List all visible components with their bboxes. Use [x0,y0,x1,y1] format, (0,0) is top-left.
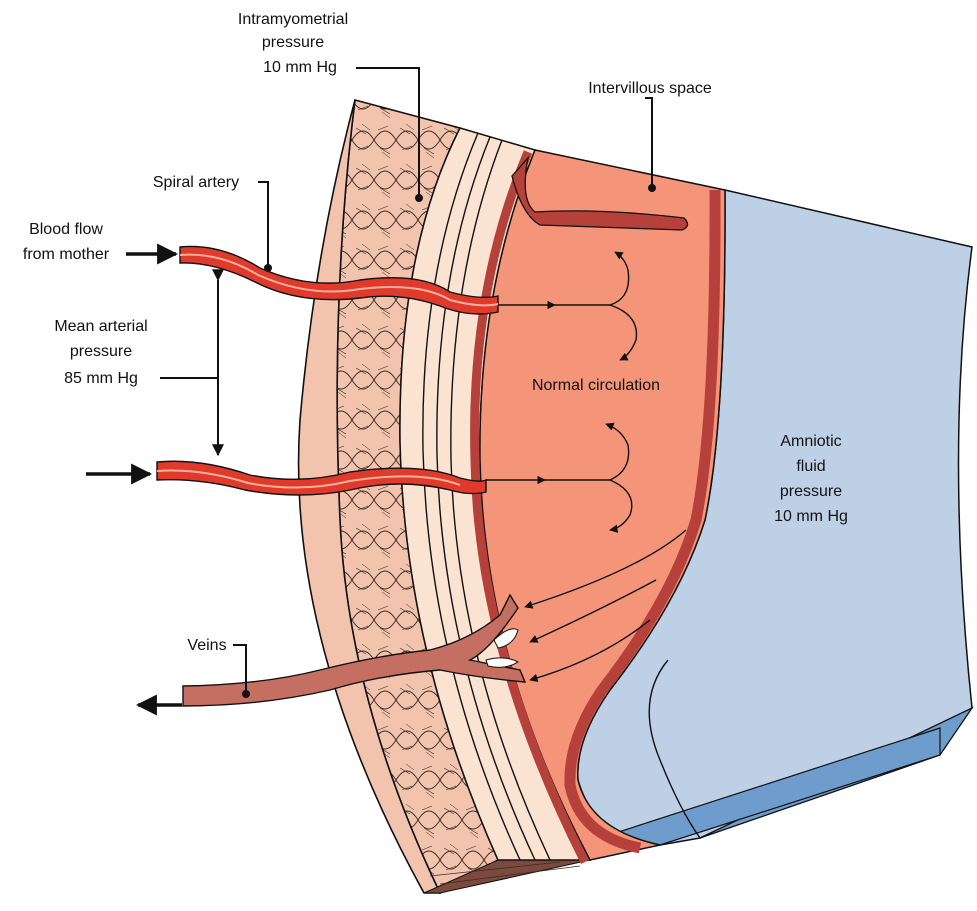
blood-flow-label-line1: Blood flow [29,221,103,238]
veins-label: Veins [187,637,226,654]
mean-arterial-label-line2: pressure [70,343,132,360]
blood-flow-label-line2: from mother [23,246,110,263]
amniotic-label-line2: fluid [796,458,825,475]
intramyometrial-label-line3: 10 mm Hg [263,59,337,76]
intervillous-label: Intervillous space [588,80,712,97]
intramyometrial-label-line2: pressure [262,34,324,51]
mean-arterial-label-line1: Mean arterial [54,318,147,335]
mean-arterial-label-line3: 85 mm Hg [64,370,138,387]
amniotic-label-line4: 10 mm Hg [774,508,848,525]
amniotic-label-line1: Amniotic [780,433,841,450]
amniotic-label-line3: pressure [780,483,842,500]
intramyometrial-label-line1: Intramyometrial [238,11,348,28]
spiral-artery-label: Spiral artery [153,174,239,191]
normal-circulation-label: Normal circulation [532,377,660,394]
